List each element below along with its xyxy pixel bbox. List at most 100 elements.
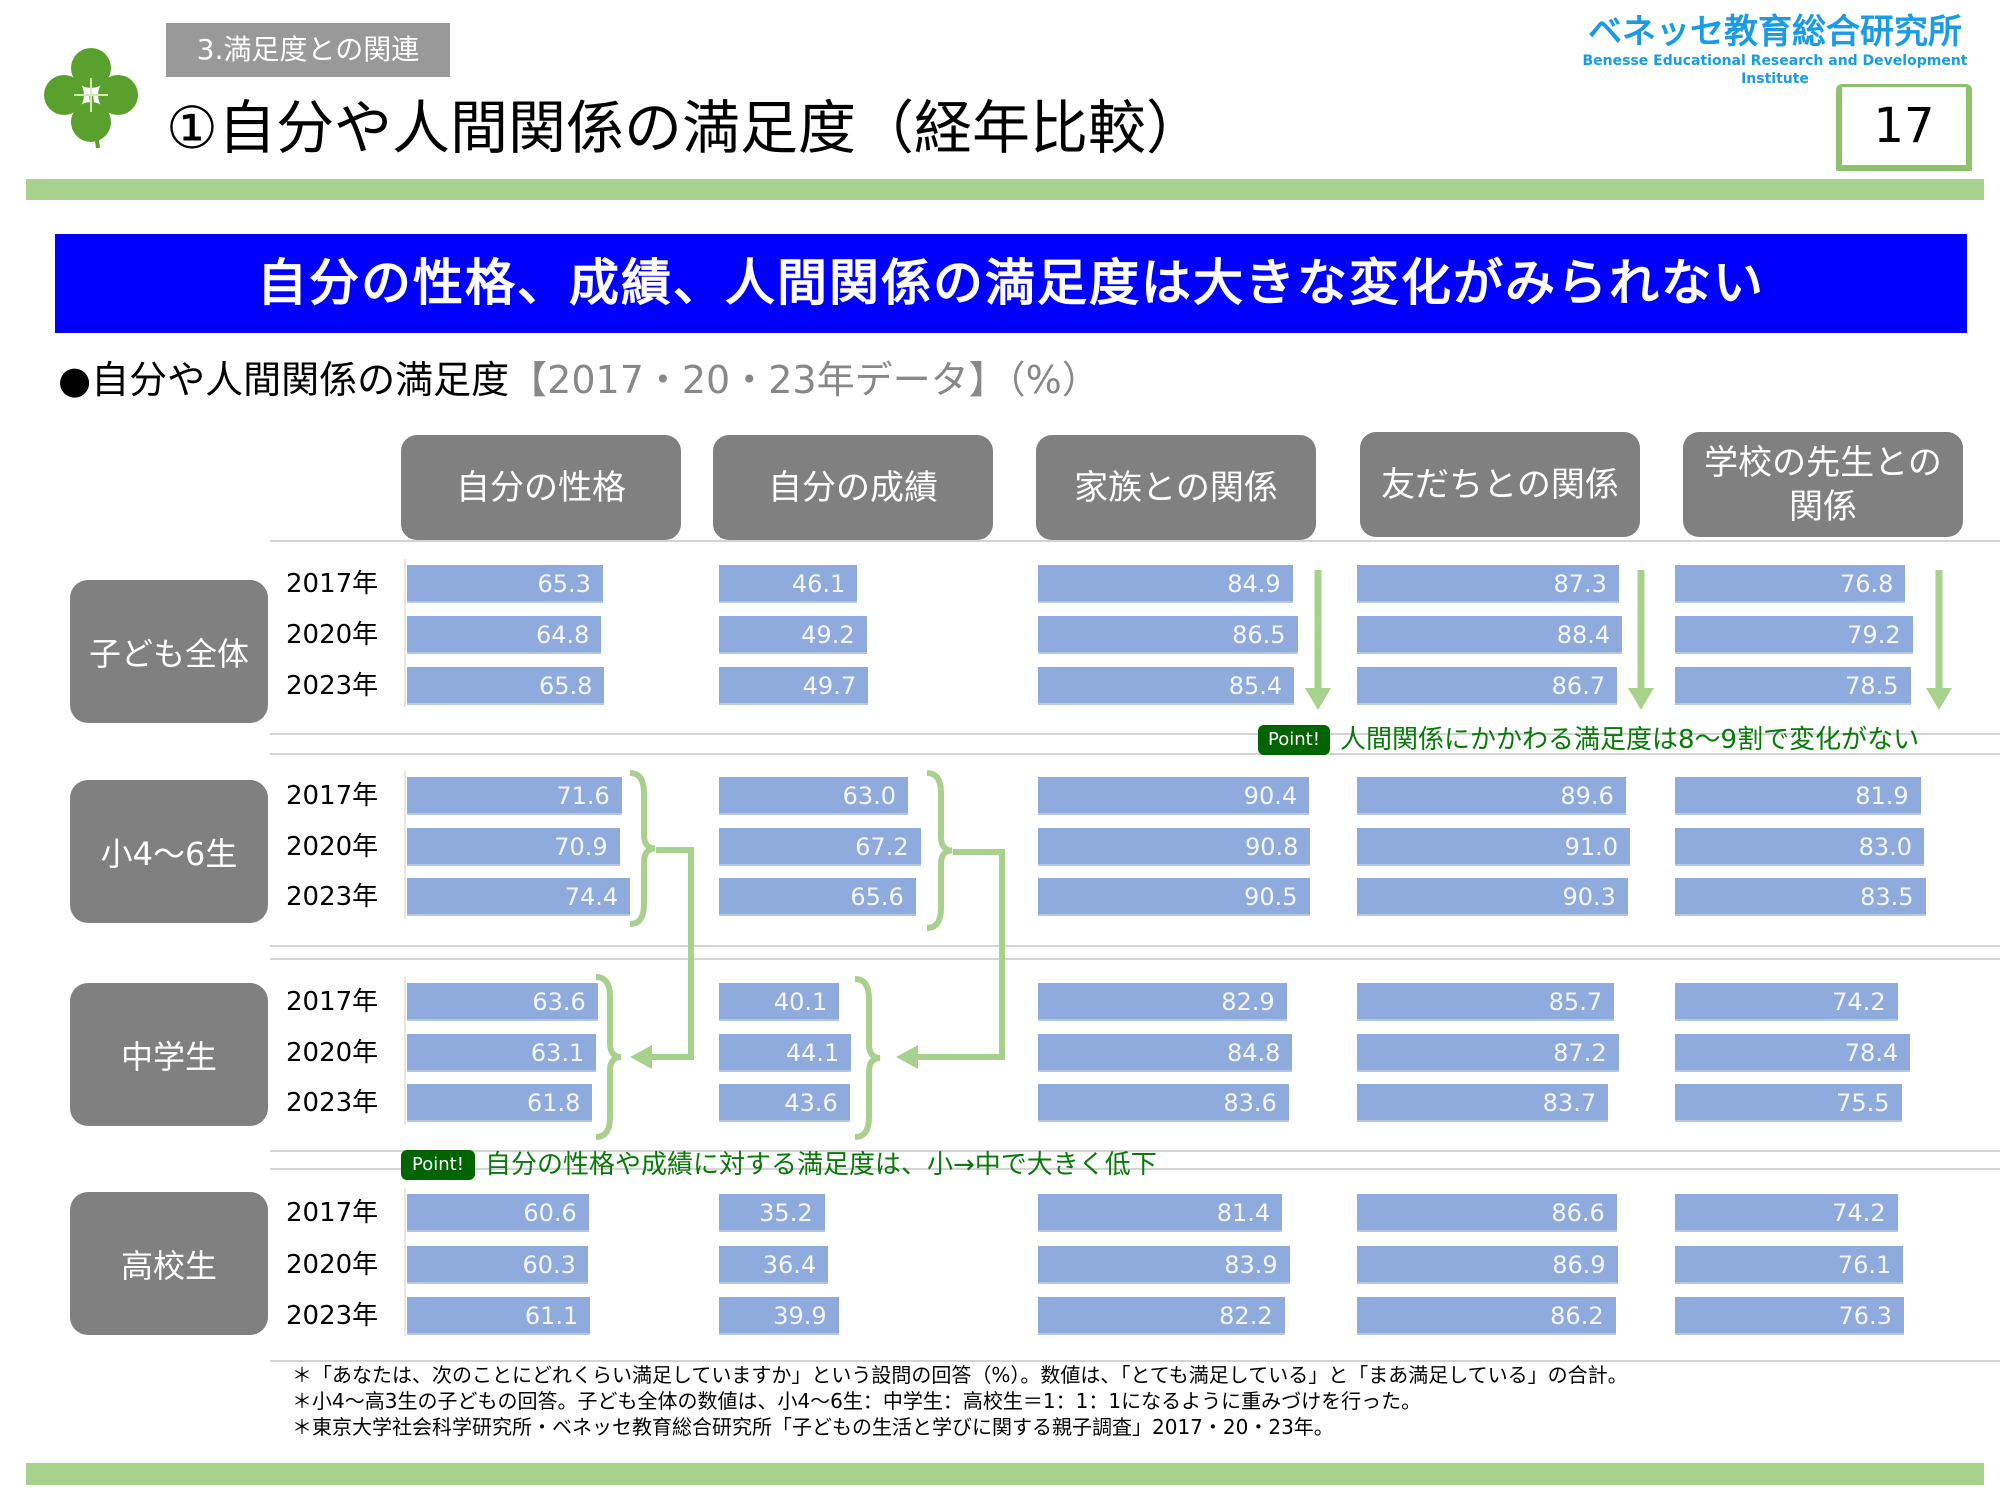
header-divider <box>26 179 1984 200</box>
group-label-1: 子ども全体 <box>70 580 268 723</box>
row-divider <box>270 1150 2000 1152</box>
row-divider <box>270 733 2000 735</box>
bar: 84.8 <box>1038 1034 1293 1072</box>
chart-subtitle: ●自分や人間関係の満足度【2017・20・23年データ】（%） <box>58 355 1100 405</box>
bar: 78.4 <box>1675 1034 1911 1072</box>
footnote-3: ＊東京大学社会科学研究所・ベネッセ教育総合研究所「子どもの生活と学びに関する親子… <box>292 1415 1334 1439</box>
bar: 83.0 <box>1675 828 1924 866</box>
bar: 83.5 <box>1675 878 1926 916</box>
column-header-5: 学校の先生との関係 <box>1683 432 1963 537</box>
down-arrow-head-icon <box>1926 688 1952 710</box>
page-title: ①自分や人間関係の満足度（経年比較） <box>166 94 1204 162</box>
bar: 35.2 <box>719 1194 825 1232</box>
connector-line <box>916 849 1005 1060</box>
year-label: 2023年 <box>286 1088 379 1118</box>
bar: 74.2 <box>1675 983 1898 1021</box>
brace-icon <box>926 770 953 931</box>
bar: 83.6 <box>1038 1084 1289 1122</box>
bar: 85.7 <box>1357 983 1615 1021</box>
bar: 90.5 <box>1038 878 1310 916</box>
group-label-4: 高校生 <box>70 1192 268 1335</box>
point-badge-1: Point! <box>1258 725 1330 755</box>
bar: 40.1 <box>719 983 840 1021</box>
bar: 63.6 <box>407 983 598 1021</box>
brace-icon <box>595 974 622 1140</box>
left-arrow-head-icon <box>896 1045 918 1069</box>
bar: 86.7 <box>1357 667 1618 705</box>
row-divider <box>270 1360 2000 1362</box>
bar: 82.9 <box>1038 983 1287 1021</box>
row-divider <box>270 945 2000 947</box>
column-header-1: 自分の性格 <box>401 435 681 540</box>
bar: 63.1 <box>407 1034 597 1072</box>
year-label: 2023年 <box>286 671 379 701</box>
group-label-2: 小4〜6生 <box>70 780 268 923</box>
bar: 60.3 <box>407 1246 588 1284</box>
bar: 90.3 <box>1357 878 1628 916</box>
brand-name-jp: ベネッセ教育総合研究所 <box>1588 12 1962 52</box>
brand-name-en: Benesse Educational Research and Develop… <box>1582 53 1968 87</box>
footer-divider <box>26 1463 1984 1485</box>
bar: 65.6 <box>719 878 916 916</box>
bar: 90.4 <box>1038 777 1310 815</box>
bar: 86.2 <box>1357 1297 1616 1335</box>
column-header-2: 自分の成績 <box>713 435 993 540</box>
bar: 91.0 <box>1357 828 1630 866</box>
bar: 87.2 <box>1357 1034 1619 1072</box>
footnote-1: ＊「あなたは、次のことにどれくらい満足していますか」という設問の回答（%）。数値… <box>292 1363 1628 1387</box>
bar: 89.6 <box>1357 777 1626 815</box>
bar: 81.4 <box>1038 1194 1283 1232</box>
bar: 61.8 <box>407 1084 593 1122</box>
year-label: 2017年 <box>286 569 379 599</box>
bar: 43.6 <box>719 1084 850 1122</box>
connector-line <box>648 847 694 1060</box>
point-text-1: 人間関係にかかわる満足度は8〜9割で変化がない <box>1340 725 1920 755</box>
bar: 70.9 <box>407 828 620 866</box>
bar: 60.6 <box>407 1194 589 1232</box>
brace-icon <box>629 770 656 927</box>
bar: 88.4 <box>1357 616 1623 654</box>
down-arrow-head-icon <box>1628 688 1654 710</box>
left-arrow-head-icon <box>630 1045 652 1069</box>
bar: 86.9 <box>1357 1246 1618 1284</box>
axis-line <box>404 771 406 919</box>
row-divider <box>270 958 2000 960</box>
down-arrow-head-icon <box>1305 688 1331 710</box>
chart-subtitle-main: ●自分や人間関係の満足度 <box>58 358 510 402</box>
bar: 83.7 <box>1357 1084 1609 1122</box>
brand-logo: ベネッセ教育総合研究所 Benesse Educational Research… <box>1560 12 1990 88</box>
bar: 65.3 <box>407 565 603 603</box>
row-divider <box>270 1168 2000 1170</box>
page-number: 17 <box>1836 84 1972 171</box>
headline-banner: 自分の性格、成績、人間関係の満足度は大きな変化がみられない <box>55 234 1967 333</box>
year-label: 2017年 <box>286 1198 379 1228</box>
bar: 46.1 <box>719 565 858 603</box>
bar: 76.3 <box>1675 1297 1904 1335</box>
point-text-2: 自分の性格や成績に対する満足度は、小→中で大きく低下 <box>485 1150 1157 1180</box>
axis-line <box>404 1188 406 1336</box>
bar: 65.8 <box>407 667 605 705</box>
bar: 75.5 <box>1675 1084 1902 1122</box>
year-label: 2017年 <box>286 781 379 811</box>
bar: 64.8 <box>407 616 602 654</box>
year-label: 2020年 <box>286 620 379 650</box>
bar: 76.8 <box>1675 565 1906 603</box>
brace-icon <box>854 976 881 1140</box>
column-header-4: 友だちとの関係 <box>1360 432 1640 537</box>
bar: 82.2 <box>1038 1297 1285 1335</box>
bar: 63.0 <box>719 777 908 815</box>
chart-subtitle-note: 【2017・20・23年データ】（%） <box>509 358 1100 402</box>
bar: 85.4 <box>1038 667 1295 705</box>
bar: 83.9 <box>1038 1246 1290 1284</box>
bar: 49.7 <box>719 667 869 705</box>
bar: 84.9 <box>1038 565 1293 603</box>
bar: 87.3 <box>1357 565 1619 603</box>
bar: 86.5 <box>1038 616 1298 654</box>
row-divider <box>270 753 2000 755</box>
bar: 81.9 <box>1675 777 1921 815</box>
bar: 74.4 <box>407 878 631 916</box>
point-badge-2: Point! <box>401 1150 475 1180</box>
bar: 61.1 <box>407 1297 591 1335</box>
row-divider <box>270 540 2000 542</box>
